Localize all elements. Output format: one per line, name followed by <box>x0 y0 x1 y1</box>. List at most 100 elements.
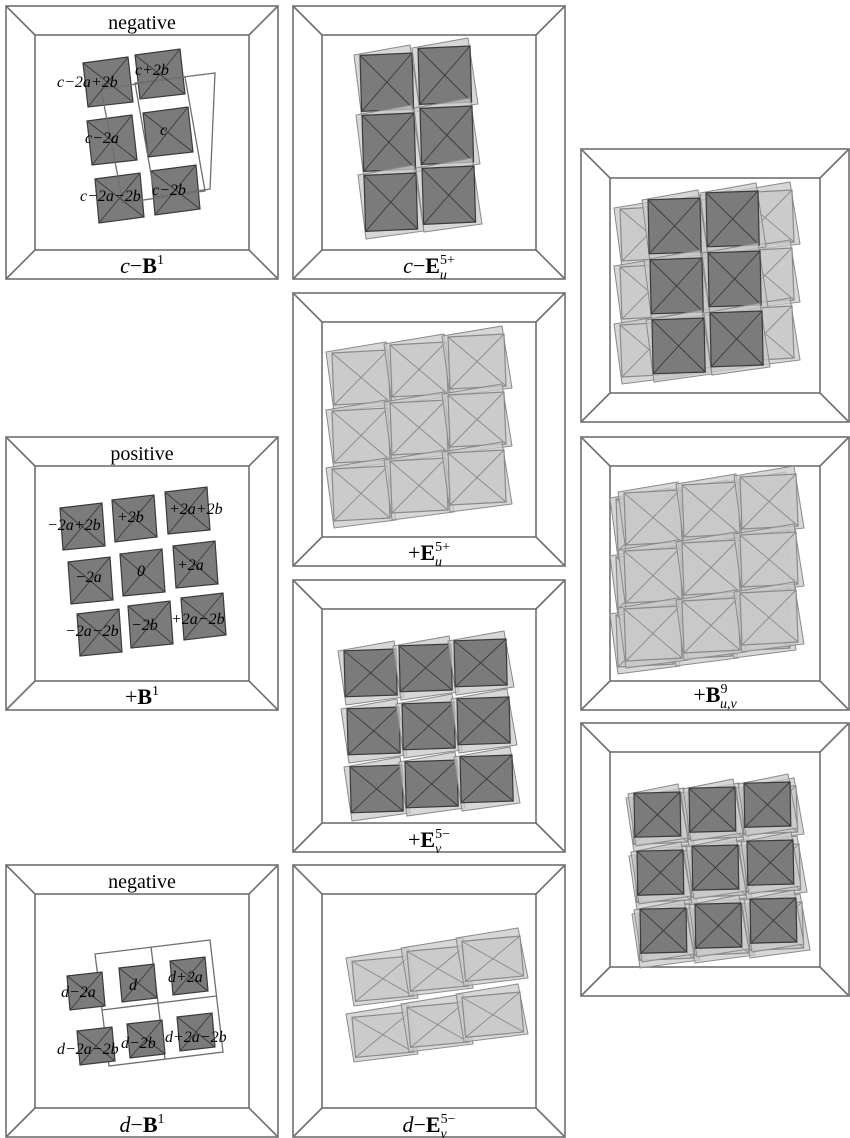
tile-label: d−2a−2b <box>57 1041 119 1058</box>
frame-edge <box>6 437 35 466</box>
caption-superscript: 5+ <box>435 540 450 555</box>
panel-title: negative <box>108 12 176 34</box>
tile-label: d−2a <box>61 984 96 1001</box>
tile-grid <box>346 928 528 1062</box>
tile-label: c <box>160 122 167 139</box>
frame-edge <box>293 537 322 566</box>
caption-symbol: E <box>425 253 440 278</box>
frame-edge <box>293 865 322 894</box>
tile-label: c−2a <box>85 130 119 147</box>
panel-c-B1: negative c−2a+2b c+2b c−2a c c−2a−2b c−2… <box>5 5 279 280</box>
caption-superscript: 1 <box>158 1112 165 1127</box>
box-frame <box>6 6 278 279</box>
tile-grid <box>338 631 520 821</box>
caption-subscript: u,v <box>720 697 738 711</box>
caption-subscript: u <box>435 555 442 567</box>
tile-label: c−2a+2b <box>57 74 118 91</box>
tile-label: d+2a−2b <box>165 1029 227 1046</box>
caption-prefix: c <box>120 253 130 278</box>
panel-title: negative <box>108 871 176 893</box>
panel-r-bottom-svg <box>580 722 850 997</box>
panel-caption: d−E5−v <box>402 1112 455 1138</box>
tile-label: +2b <box>117 509 144 526</box>
frame-edge <box>536 537 565 566</box>
caption-operator: + <box>125 684 137 709</box>
panel-p-E5u: +E5+u <box>292 292 566 567</box>
caption-subscript: v <box>435 842 442 853</box>
frame-edge <box>536 250 565 279</box>
tile-grid <box>326 326 512 528</box>
caption-symbol: E <box>426 1112 441 1137</box>
caption-superscript: 1 <box>157 253 164 268</box>
frame-edge <box>536 865 565 894</box>
panel-p-B1-svg: positive −2a+2b +2b +2a+2b −2a 0 +2a −2a… <box>5 436 279 711</box>
frame-edge <box>820 149 849 178</box>
tile-label: −2a−2b <box>65 623 119 640</box>
frame-edge <box>820 967 849 996</box>
panel-c-E5u-svg: c−E5+u <box>292 5 566 280</box>
tile-grid-front <box>628 774 804 962</box>
caption-symbol: B <box>706 682 721 707</box>
caption-operator: − <box>130 1112 142 1137</box>
tile-label: +2a−2b <box>171 611 225 628</box>
panel-p-B1: positive −2a+2b +2b +2a+2b −2a 0 +2a −2a… <box>5 436 279 711</box>
caption-symbol: B <box>143 1112 158 1137</box>
panel-caption: c−B1 <box>120 253 164 278</box>
tile-label: c+2b <box>135 62 169 79</box>
panel-caption: d−B1 <box>119 1112 164 1137</box>
caption-symbol: E <box>420 540 435 565</box>
frame-edge <box>6 6 35 35</box>
panel-p-E5v: +E5−v <box>292 579 566 853</box>
tile-label: −2b <box>131 617 158 634</box>
frame-edge <box>293 580 322 609</box>
frame-edge <box>536 6 565 35</box>
panel-d-B1-svg: negative d−2a d d+2a d−2a−2b d−2b d+2a−2… <box>5 864 279 1138</box>
frame-edge <box>249 6 278 35</box>
panel-p-E5v-svg: +E5−v <box>292 579 566 853</box>
frame-edge <box>536 823 565 852</box>
frame-edge <box>820 681 849 710</box>
tile-label: −2a+2b <box>47 517 101 534</box>
tile-grid-front <box>642 183 770 382</box>
frame-edge <box>581 723 610 752</box>
caption-superscript: 1 <box>152 684 159 699</box>
tile-label: −2a <box>75 569 102 586</box>
frame-edge <box>536 293 565 322</box>
panel-caption: c−E5+u <box>403 253 455 280</box>
tile-grid-front <box>618 466 804 668</box>
frame-edge <box>581 681 610 710</box>
caption-operator: − <box>413 1112 425 1137</box>
panel-r-top <box>580 148 850 423</box>
frame-edge <box>536 580 565 609</box>
caption-superscript: 5− <box>435 827 450 842</box>
caption-subscript: u <box>440 268 447 280</box>
panel-p-E5u-svg: +E5+u <box>292 292 566 567</box>
caption-operator: − <box>413 253 425 278</box>
frame-edge <box>249 1108 278 1137</box>
panel-r-bottom <box>580 722 850 997</box>
frame-edge <box>581 437 610 466</box>
frame-edge <box>249 865 278 894</box>
frame-edge <box>820 437 849 466</box>
caption-operator: − <box>130 253 142 278</box>
panel-d-E5v-svg: d−E5−v <box>292 864 566 1138</box>
frame-edge <box>293 6 322 35</box>
frame-edge <box>249 437 278 466</box>
tile-label: d+2a <box>168 969 203 986</box>
caption-operator: + <box>693 682 705 707</box>
caption-subscript: v <box>441 1127 448 1138</box>
panel-d-E5v: d−E5−v <box>292 864 566 1138</box>
frame-edge <box>293 1108 322 1137</box>
tile-label: d−2b <box>121 1035 156 1052</box>
caption-symbol: B <box>142 253 157 278</box>
frame-edge <box>536 1108 565 1137</box>
frame-edge <box>293 823 322 852</box>
caption-symbol: E <box>420 827 435 852</box>
outer-frame <box>6 865 278 1137</box>
frame-edge <box>6 681 35 710</box>
frame-edge <box>6 250 35 279</box>
panel-caption: +B1 <box>125 684 159 709</box>
panel-p-B9: +B9u,v <box>580 436 850 711</box>
